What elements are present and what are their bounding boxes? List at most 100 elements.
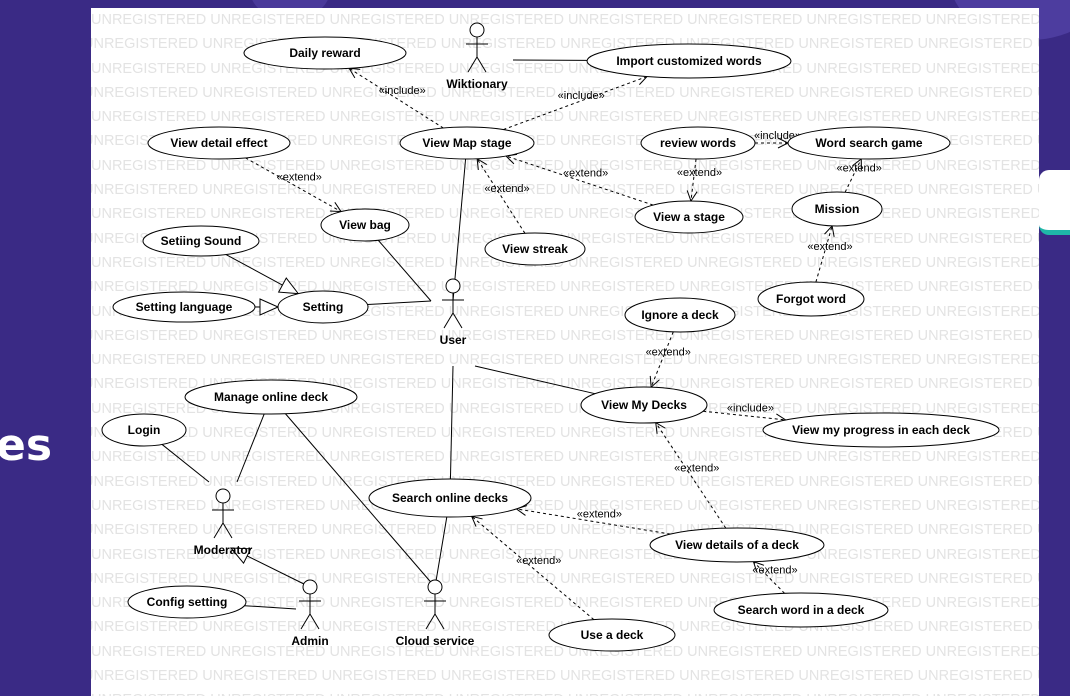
use-case-label: View Map stage <box>422 136 511 150</box>
use-case-label: Search word in a deck <box>738 603 865 617</box>
use-case-diagram: UNREGISTERED UNREGISTERED UNREGISTERED U… <box>91 8 1039 696</box>
use-case-view-my-decks: View My Decks <box>580 386 708 424</box>
actor-label: Admin <box>291 634 328 648</box>
stereotype-label: «include» <box>558 90 605 102</box>
use-case-forgot-word: Forgot word <box>757 281 865 317</box>
stereotype-label: «include» <box>754 130 801 142</box>
use-case-label: Setting <box>303 300 344 314</box>
use-case-label: Login <box>128 423 161 437</box>
actor-head-icon <box>445 278 461 294</box>
use-case-ellipse <box>634 200 744 234</box>
stereotype-label: «extend» <box>577 508 622 520</box>
relation-include-view_map_stage-daily_reward <box>349 68 444 129</box>
use-case-ellipse <box>243 36 407 70</box>
use-case-ellipse <box>368 478 532 518</box>
relation-association-moderator-manage_online_deck <box>236 413 265 483</box>
use-case-label: Mission <box>815 202 860 216</box>
actor-moderator: Moderator <box>194 488 253 557</box>
use-case-label: Ignore a deck <box>641 308 719 322</box>
use-case-ellipse <box>586 43 792 79</box>
use-case-label: Forgot word <box>776 292 846 306</box>
stick-figure-icon <box>299 594 321 630</box>
use-case-ellipse <box>147 126 291 160</box>
use-case-view-streak: View streak <box>484 232 586 266</box>
stick-figure-icon <box>442 293 464 329</box>
relation-extend-view_deck_details-view_my_decks <box>656 423 727 529</box>
relation-generalization-admin-moderator <box>231 548 311 588</box>
relation-extend-mission-word_search_game <box>844 159 861 193</box>
use-case-view-progress: View my progress in each deck <box>762 412 1000 448</box>
actor-label: User <box>440 333 467 347</box>
actor-user: User <box>440 278 467 347</box>
use-case-label: Import customized words <box>616 54 762 68</box>
use-case-ellipse <box>399 126 535 160</box>
stereotype-label: «extend» <box>277 172 322 184</box>
use-case-view-bag: View bag <box>320 208 410 242</box>
use-case-label: Manage online deck <box>214 390 328 404</box>
relation-association-user-view_map_stage <box>452 158 467 302</box>
stereotype-label: «extend» <box>516 555 561 567</box>
relation-association-user-search_online_decks <box>449 365 454 480</box>
use-case-label: Config setting <box>147 595 228 609</box>
relation-association-user-setting <box>367 300 432 306</box>
actor-wiktionary: Wiktionary <box>446 22 508 91</box>
stereotype-label: «extend» <box>807 241 852 253</box>
use-case-label: View detail effect <box>170 136 267 150</box>
use-case-manage-online-deck: Manage online deck <box>184 379 358 415</box>
relation-extend-use_deck-search_online_decks <box>472 516 595 621</box>
use-case-word-search-game: Word search game <box>787 126 951 160</box>
relation-association-moderator-login <box>161 444 210 483</box>
use-case-label: View details of a deck <box>675 538 799 552</box>
use-case-ellipse <box>277 290 369 324</box>
use-case-label: View a stage <box>653 210 725 224</box>
use-case-label: Setiing Sound <box>161 234 242 248</box>
relation-association-user-view_bag <box>377 239 432 302</box>
relation-include-view_my_decks-view_progress <box>703 410 786 420</box>
relation-extend-ignore_deck-view_my_decks <box>651 331 674 387</box>
use-case-label: View My Decks <box>601 398 687 412</box>
use-case-ellipse <box>320 208 410 242</box>
use-case-ellipse <box>762 412 1000 448</box>
stereotype-label: «include» <box>727 403 774 415</box>
actor-head-icon <box>469 22 485 38</box>
use-case-mission: Mission <box>791 191 883 227</box>
use-case-label: Daily reward <box>289 46 360 60</box>
relation-generalization-setting_sound-setting <box>225 254 298 294</box>
actor-label: Wiktionary <box>446 77 508 91</box>
use-case-import-words: Import customized words <box>586 43 792 79</box>
diagram-canvas: «include»«include»«include»«include»«ext… <box>101 22 1000 652</box>
relation-association-cloud-search_online_decks <box>434 516 448 588</box>
use-case-use-deck: Use a deck <box>548 618 676 652</box>
use-case-ellipse <box>624 297 736 333</box>
relation-association-cloud-manage_online_deck <box>285 413 436 588</box>
use-case-view-deck-details: View details of a deck <box>649 527 825 563</box>
use-case-view-detail-effect: View detail effect <box>147 126 291 160</box>
stereotype-label: «extend» <box>677 167 722 179</box>
relation-extend-view_detail_effect-view_bag <box>245 157 341 212</box>
stereotype-label: «extend» <box>646 346 691 358</box>
use-case-view-map-stage: View Map stage <box>399 126 535 160</box>
use-case-ellipse <box>713 592 889 628</box>
relation-extend-forgot_word-mission <box>815 226 832 283</box>
stick-figure-icon <box>424 594 446 630</box>
use-case-setting-language: Setting language <box>112 291 256 323</box>
use-case-ellipse <box>127 585 247 619</box>
actor-head-icon <box>215 488 231 504</box>
stereotype-label: «extend» <box>837 163 882 175</box>
use-case-ignore-deck: Ignore a deck <box>624 297 736 333</box>
use-case-ellipse <box>112 291 256 323</box>
use-case-ellipse <box>787 126 951 160</box>
decorative-book-shape <box>1039 170 1070 235</box>
use-case-label: View streak <box>502 242 568 256</box>
use-case-view-a-stage: View a stage <box>634 200 744 234</box>
actor-admin: Admin <box>291 579 329 648</box>
use-case-label: Search online decks <box>392 491 508 505</box>
relation-extend-review_words-view_a_stage <box>691 158 696 201</box>
use-case-label: Setting language <box>136 300 233 314</box>
stick-figure-icon <box>466 37 488 73</box>
actor-head-icon <box>302 579 318 595</box>
use-case-ellipse <box>184 379 358 415</box>
use-case-ellipse <box>580 386 708 424</box>
use-case-label: Word search game <box>815 136 922 150</box>
relation-extend-view_streak-view_map_stage <box>477 159 526 234</box>
